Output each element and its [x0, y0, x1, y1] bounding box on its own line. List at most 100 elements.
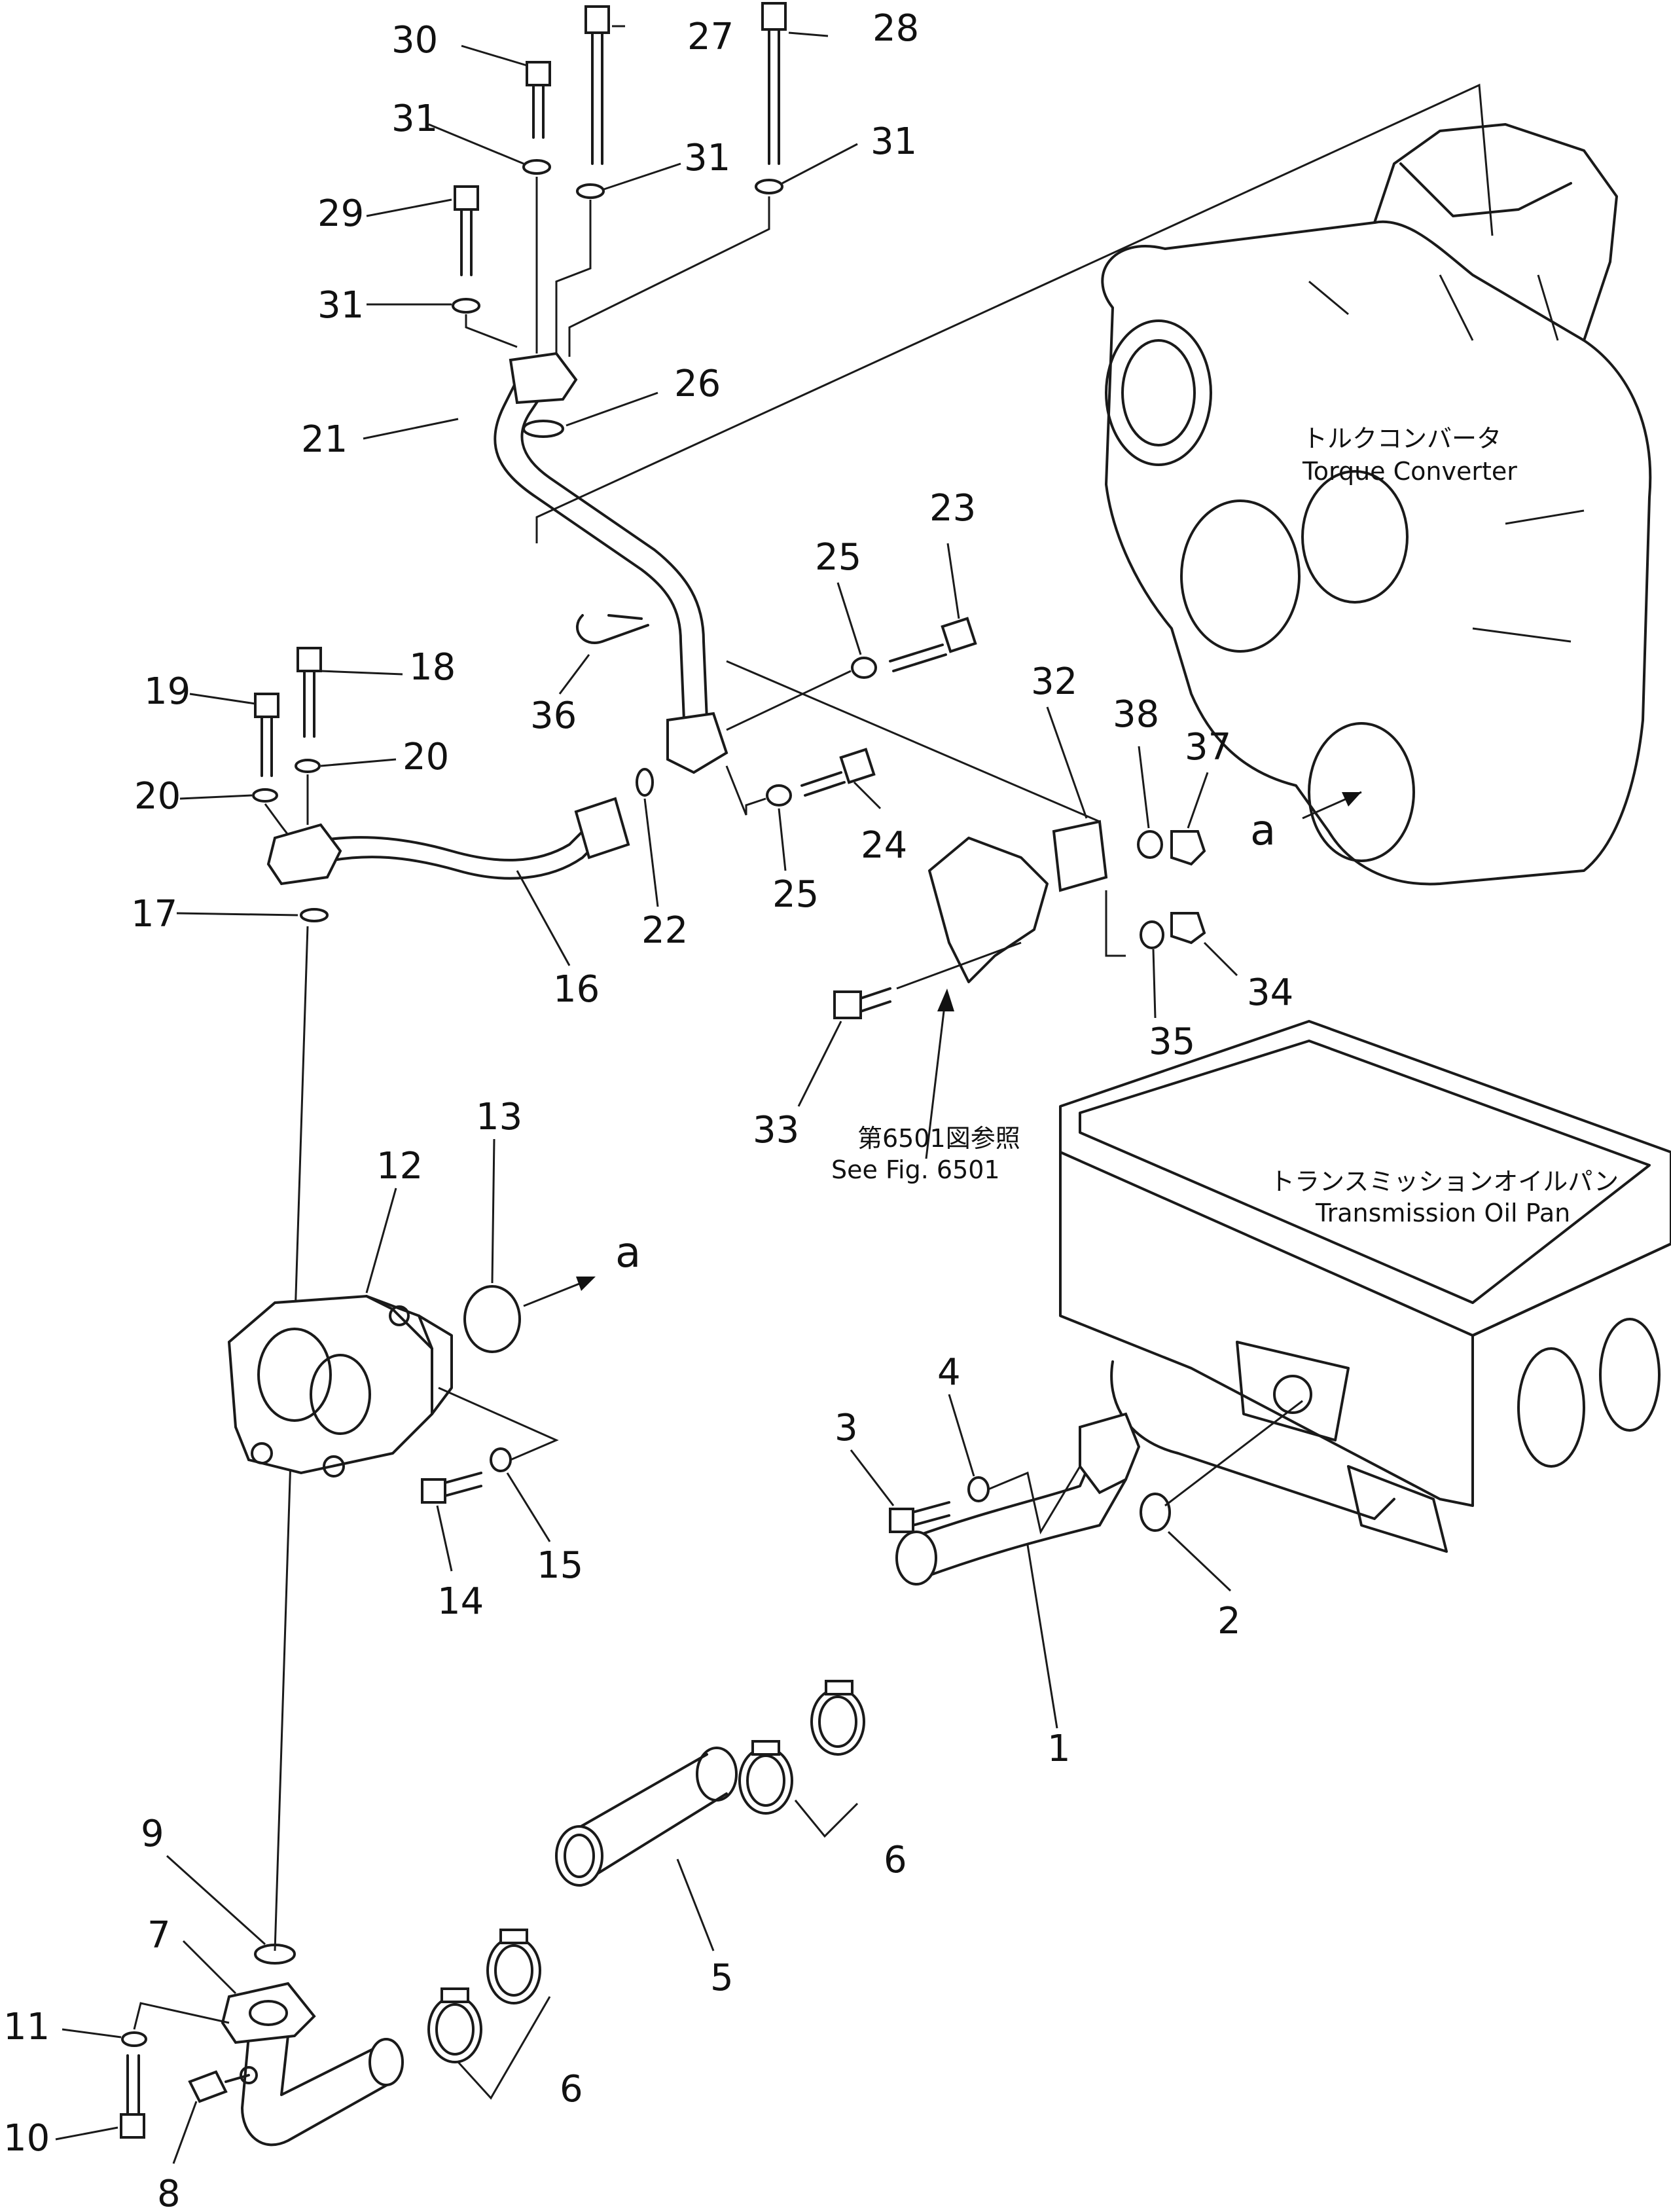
label-28: 28 — [872, 7, 919, 50]
bolt-24 — [800, 748, 876, 797]
leader-31-a — [428, 123, 524, 165]
elbow-7 — [221, 1982, 404, 2147]
leader-10 — [55, 2126, 118, 2141]
label-9: 9 — [141, 1813, 164, 1855]
leader-30 — [461, 45, 528, 67]
leader-37 — [1187, 772, 1209, 829]
label-1: 1 — [1047, 1728, 1071, 1770]
leader-11 — [62, 2028, 122, 2039]
label-31-b: 31 — [684, 137, 730, 179]
leader-15 — [506, 1472, 551, 1542]
washer-25-b — [766, 784, 792, 807]
label-13: 13 — [476, 1096, 522, 1138]
pipe-16 — [266, 797, 630, 886]
clamp-6-b — [810, 1680, 865, 1756]
leader-12 — [365, 1188, 397, 1294]
arrow-a-head-pump — [576, 1277, 596, 1291]
leader-22 — [643, 798, 659, 907]
label-35: 35 — [1149, 1021, 1195, 1063]
bolt-19 — [254, 693, 279, 777]
bolt-27 — [584, 5, 610, 165]
label-11: 11 — [3, 2006, 50, 2048]
label-10: 10 — [3, 2117, 50, 2160]
leader-33-bracket — [896, 941, 1022, 990]
label-6-a: 6 — [884, 1839, 907, 1881]
o-ring-9 — [254, 1944, 296, 1965]
clip-36 — [575, 614, 649, 644]
o-ring-2 — [1140, 1493, 1171, 1532]
leader-24-25 — [725, 765, 766, 816]
washer-31-c — [755, 179, 783, 194]
washer-35 — [1140, 920, 1164, 949]
arrow-a-leader-pump — [523, 1278, 590, 1307]
see-fig-en: See Fig. 6501 — [831, 1155, 1000, 1184]
label-22: 22 — [641, 909, 688, 952]
label-33: 33 — [753, 1109, 799, 1151]
washer-25-a — [851, 657, 877, 679]
leader-8 — [172, 2101, 198, 2164]
washer-15 — [490, 1447, 512, 1472]
hose-5 — [555, 1747, 738, 1887]
leader-29 — [366, 198, 452, 217]
leader-14 — [436, 1505, 453, 1572]
bolt-30 — [526, 61, 551, 139]
label-31-d: 31 — [317, 284, 364, 327]
washer-31-b — [576, 183, 605, 199]
leader-20-a — [179, 794, 253, 800]
label-37: 37 — [1185, 726, 1231, 769]
nut-37 — [1170, 830, 1206, 866]
bolt-14 — [421, 1472, 482, 1504]
label-25-a: 25 — [815, 536, 861, 579]
label-30: 30 — [391, 19, 438, 62]
label-12: 12 — [376, 1145, 423, 1188]
leader-25-b — [778, 808, 787, 871]
leader-28 — [788, 31, 829, 37]
leader-2 — [1167, 1531, 1232, 1592]
arrow-a-label-pump: a — [615, 1229, 641, 1277]
leader-10-11 — [133, 2002, 230, 2030]
o-ring-26 — [522, 420, 564, 438]
washer-31-a — [522, 159, 551, 175]
label-5: 5 — [710, 1957, 734, 1999]
bracket-32 — [1052, 820, 1108, 892]
torque-converter-en: Torque Converter — [1302, 457, 1517, 486]
bolt-28 — [761, 2, 787, 165]
torque-converter-jp: トルクコンバータ — [1303, 424, 1501, 453]
washer-20-a — [252, 788, 278, 803]
leader-20-b — [320, 758, 397, 767]
leader-18 — [320, 670, 403, 676]
label-29: 29 — [317, 192, 364, 235]
washer-20-b — [295, 759, 321, 773]
leader-38 — [1138, 746, 1150, 829]
label-2: 2 — [1217, 1600, 1241, 1642]
oil-pan-en: Transmission Oil Pan — [1315, 1199, 1570, 1227]
label-34: 34 — [1247, 971, 1293, 1014]
label-31-c: 31 — [871, 120, 917, 163]
label-27: 27 — [687, 16, 734, 58]
washer-31-d — [452, 298, 480, 314]
bracket-connection-line — [726, 660, 1100, 823]
label-25-b: 25 — [772, 873, 819, 916]
leader-28-31 — [568, 196, 770, 357]
label-26: 26 — [674, 363, 721, 405]
leader-1 — [1026, 1544, 1058, 1729]
plug-8 — [188, 2066, 258, 2103]
arrow-a-head-top — [1342, 792, 1361, 807]
leader-4 — [948, 1394, 975, 1477]
label-8: 8 — [157, 2173, 181, 2212]
pipe-21 — [494, 352, 728, 774]
arrow-a-label-top: a — [1250, 807, 1276, 855]
clip-36-tail — [607, 614, 643, 620]
leader-32 — [1046, 706, 1088, 819]
o-ring-13 — [463, 1285, 521, 1353]
leader-7 — [182, 1940, 237, 1995]
leader-21 — [363, 418, 459, 440]
leader-36 — [558, 654, 590, 695]
bolt-23 — [889, 617, 977, 672]
clamp-6-c — [427, 1987, 482, 2063]
see-fig-arrow — [937, 988, 954, 1011]
leader-17 — [176, 912, 298, 916]
o-ring-22 — [636, 768, 654, 797]
washer-11 — [121, 2031, 147, 2047]
